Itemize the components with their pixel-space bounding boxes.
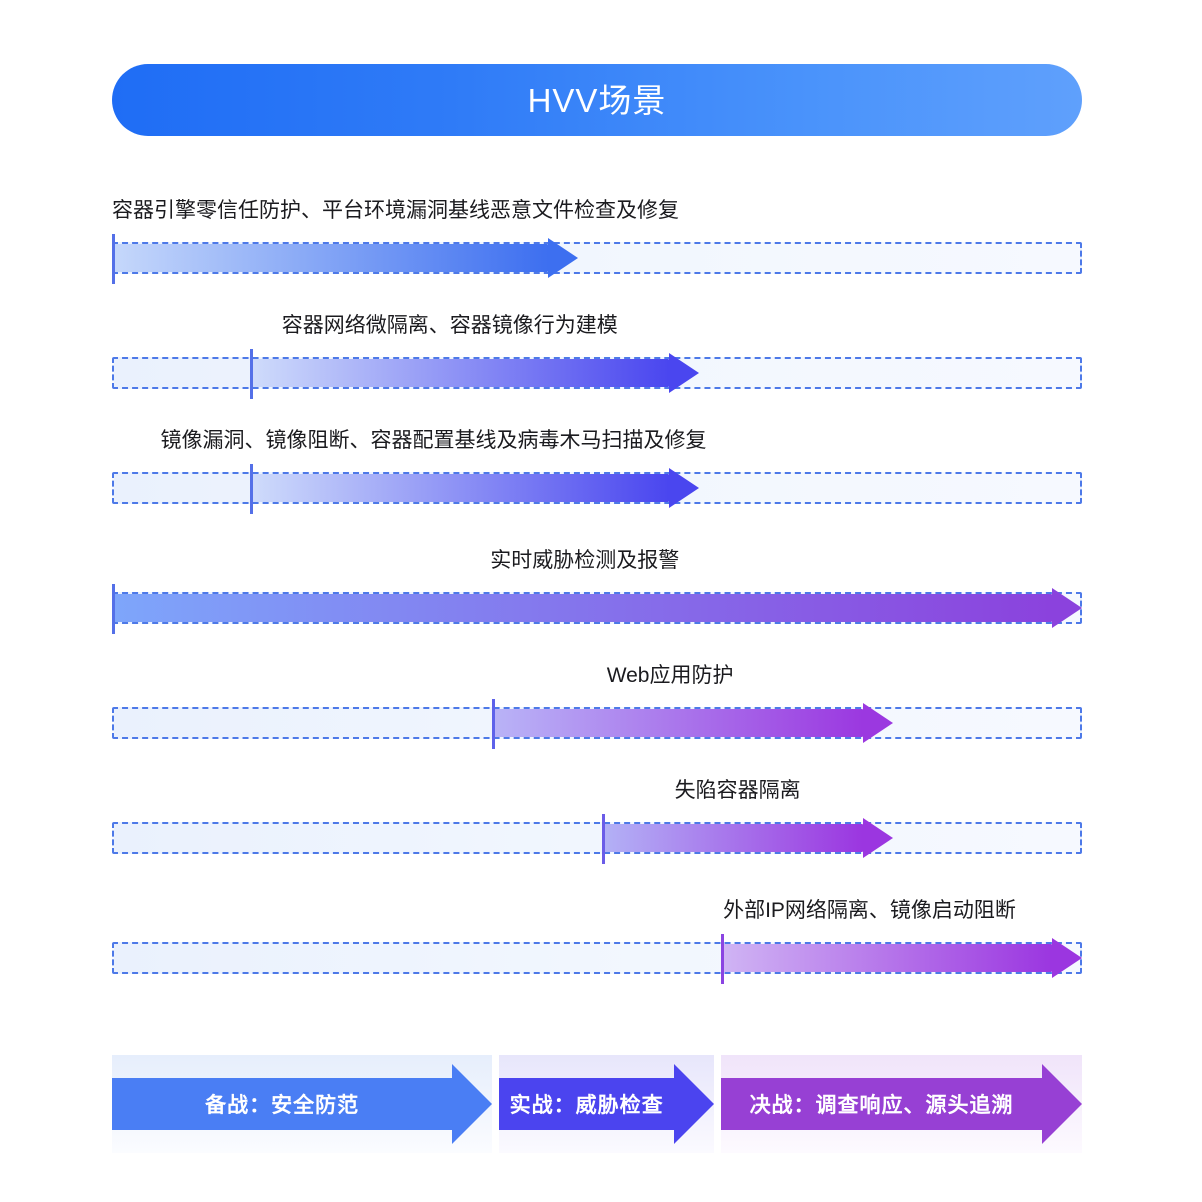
arrow-shaft xyxy=(721,944,1052,972)
arrow-shaft xyxy=(249,359,669,387)
timeline-tick-marker xyxy=(601,814,605,864)
phase-label: 实战：威胁检查 xyxy=(509,1094,664,1117)
phase-bar[interactable]: 实战：威胁检查 xyxy=(499,1055,715,1153)
timeline-row-label: Web应用防护 xyxy=(606,664,734,687)
phase-arrow-head-icon xyxy=(1041,1064,1082,1144)
arrow-head-icon xyxy=(1051,938,1082,978)
timeline-arrow xyxy=(249,353,699,393)
page-title-banner: HVV场景 xyxy=(112,64,1082,136)
timeline-tick-marker xyxy=(721,934,725,984)
arrow-shaft xyxy=(112,594,1052,622)
arrow-head-icon xyxy=(1052,588,1082,628)
timeline-arrow xyxy=(492,703,893,743)
timeline-tick-marker xyxy=(112,234,115,284)
arrow-head-icon xyxy=(668,468,699,508)
timeline-row-label: 镜像漏洞、镜像阻断、容器配置基线及病毒木马扫描及修复 xyxy=(160,429,707,452)
timeline-row-label: 外部IP网络隔离、镜像启动阻断 xyxy=(723,899,1016,922)
timeline-row: 实时威胁检测及报警 xyxy=(112,546,1082,656)
arrow-head-icon xyxy=(547,238,578,278)
arrow-shaft xyxy=(249,474,669,502)
arrow-shaft xyxy=(601,824,863,852)
arrow-head-icon xyxy=(862,818,893,858)
timeline-track xyxy=(112,822,1082,854)
timeline-row: Web应用防护 xyxy=(112,661,1082,771)
timeline-tick-marker xyxy=(249,464,253,514)
timeline-row: 容器引擎零信任防护、平台环境漏洞基线恶意文件检查及修复 xyxy=(112,196,1082,306)
phase-bar-body[interactable]: 实战：威胁检查 xyxy=(499,1078,675,1130)
timeline-tick-marker xyxy=(249,349,253,399)
timeline-arrow xyxy=(601,818,893,858)
timeline-row: 容器网络微隔离、容器镜像行为建模 xyxy=(112,311,1082,421)
timeline-row-label: 实时威胁检测及报警 xyxy=(490,549,680,572)
phase-bar[interactable]: 决战：调查响应、源头追溯 xyxy=(721,1055,1082,1153)
timeline-row-label: 容器网络微隔离、容器镜像行为建模 xyxy=(281,314,618,337)
arrow-head-icon xyxy=(668,353,699,393)
arrow-head-icon xyxy=(862,703,893,743)
phase-bar-group: 备战：安全防范 实战：威胁检查 决战：调查响应、源头追溯 xyxy=(112,1055,1082,1153)
timeline-row-label: 容器引擎零信任防护、平台环境漏洞基线恶意文件检查及修复 xyxy=(112,199,679,222)
phase-label: 备战：安全防范 xyxy=(205,1094,360,1117)
timeline-arrow xyxy=(112,588,1082,628)
arrow-shaft xyxy=(112,244,548,272)
timeline-arrow xyxy=(721,938,1082,978)
timeline-arrow xyxy=(112,238,578,278)
timeline-row: 镜像漏洞、镜像阻断、容器配置基线及病毒木马扫描及修复 xyxy=(112,426,1082,536)
timeline-tick-marker xyxy=(492,699,496,749)
arrow-shaft xyxy=(492,709,863,737)
phase-bar-body[interactable]: 决战：调查响应、源头追溯 xyxy=(721,1078,1042,1130)
timeline-tick-marker xyxy=(112,584,115,634)
phase-arrow-head-icon xyxy=(452,1064,493,1144)
page-title: HVV场景 xyxy=(527,81,667,119)
timeline-arrow xyxy=(249,468,699,508)
phase-label: 决战：调查响应、源头追溯 xyxy=(749,1094,1014,1117)
phase-bar[interactable]: 备战：安全防范 xyxy=(112,1055,493,1153)
timeline-row: 外部IP网络隔离、镜像启动阻断 xyxy=(112,896,1082,1006)
timeline-row-label: 失陷容器隔离 xyxy=(674,779,801,802)
phase-bar-body[interactable]: 备战：安全防范 xyxy=(112,1078,453,1130)
phase-arrow-head-icon xyxy=(674,1064,715,1144)
timeline-row: 失陷容器隔离 xyxy=(112,776,1082,886)
